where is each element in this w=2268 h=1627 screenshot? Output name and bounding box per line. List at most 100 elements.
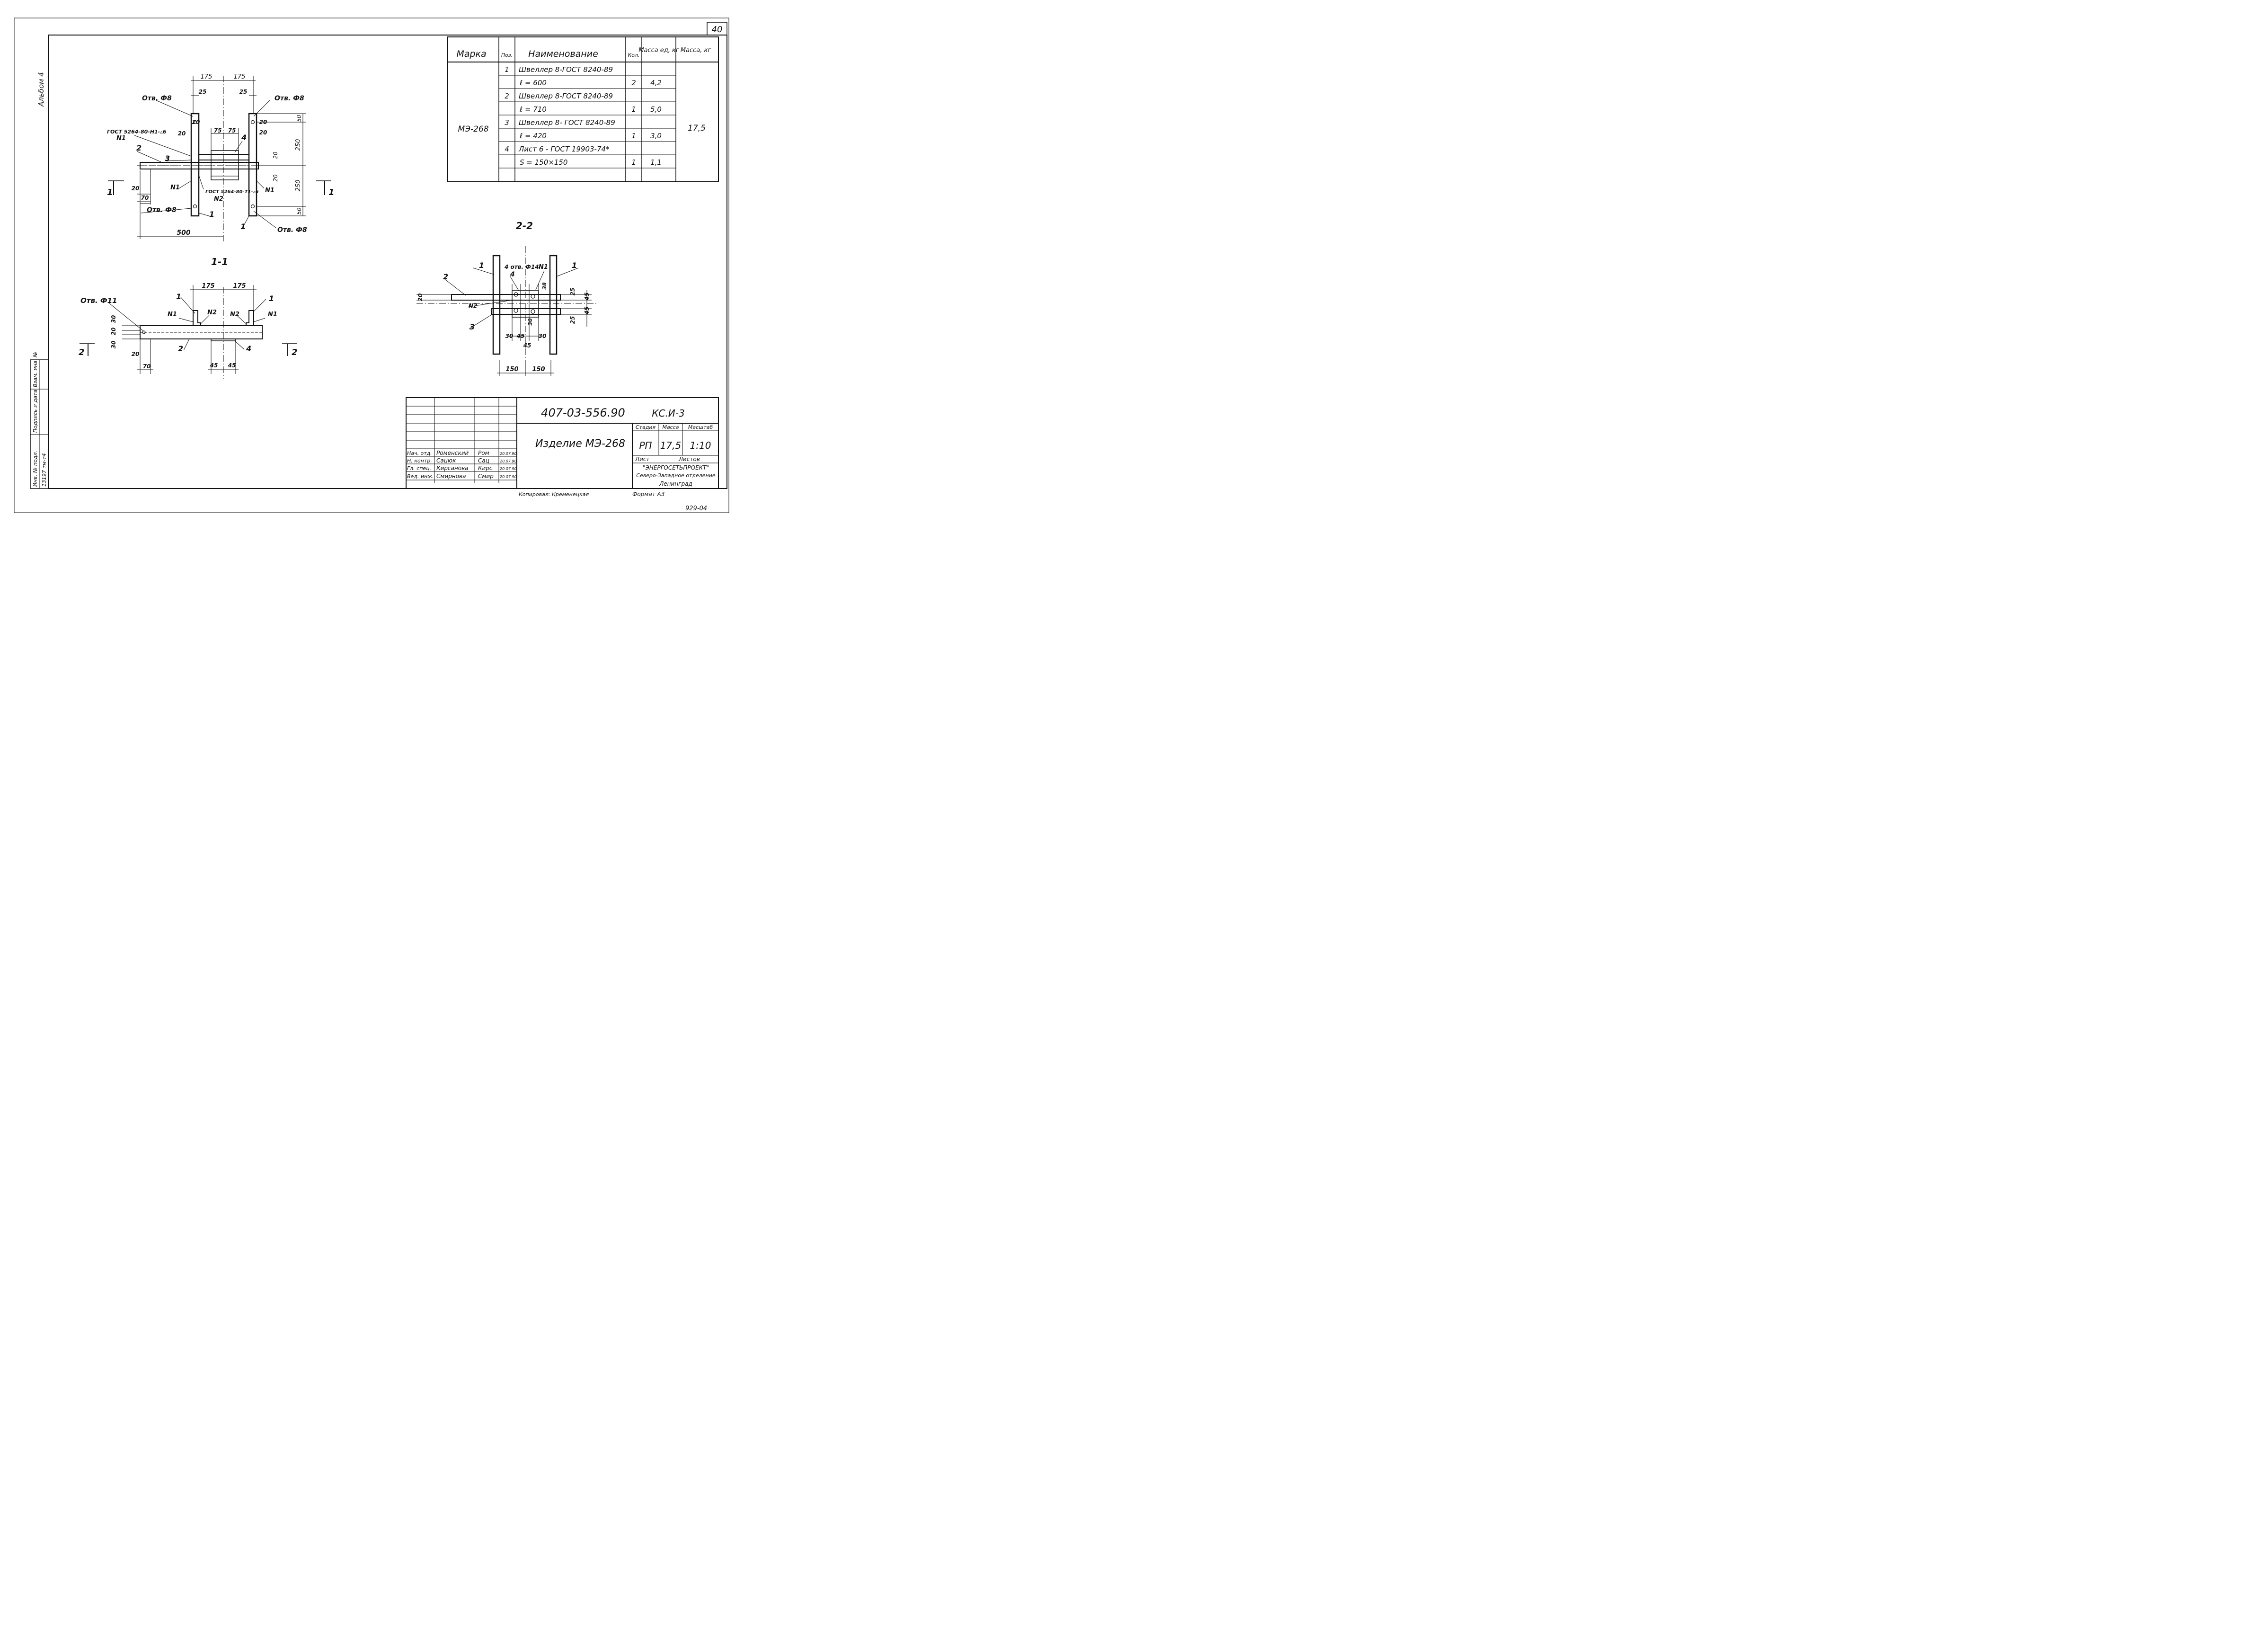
inner-frame	[48, 35, 727, 489]
cut-marker: 1	[328, 187, 335, 197]
staff-row: Гл. спец. Кирсанова Кирс 20.07.90	[407, 465, 517, 471]
hole-label: Отв. Ф8	[277, 226, 307, 234]
hdr-mark: Марка	[456, 49, 486, 59]
spec-unit-mass: 1,1	[650, 158, 662, 167]
weld-ref: N1	[268, 311, 277, 318]
spec-mark: МЭ-268	[458, 124, 488, 134]
spec-item-name: Швеллер 8-ГОСТ 8240-89	[519, 65, 613, 74]
outer-frame	[14, 18, 729, 513]
staff-signature: Кирс	[478, 465, 493, 471]
channel-2	[451, 294, 561, 301]
staff-role: Нач. отд.	[407, 450, 432, 456]
spec-row: ℓ = 600 2 4,2	[519, 79, 662, 87]
spec-item-name: ℓ = 600	[519, 79, 547, 87]
plate-4-section	[211, 338, 236, 341]
hole-label: 4 отв. Ф14	[504, 264, 539, 270]
dim-label: 20	[259, 119, 267, 125]
section-1-1: 1-1 175 175 30 20	[79, 256, 298, 379]
sign-label: Подпись и дата	[32, 390, 38, 433]
channel-3	[198, 154, 249, 160]
dim-label: 45	[228, 362, 236, 369]
dim-label: 150	[505, 366, 518, 373]
inv-label: Инв. № подл.	[32, 451, 38, 487]
scale-header: Масштаб	[688, 424, 713, 430]
org-line-1: "ЭНЕРГОСЕТЬПРОЕКТ"	[643, 464, 709, 471]
dim-label: 25	[239, 89, 248, 95]
dim-label: 20	[132, 185, 140, 192]
inv-value: 13197 тм-т4	[41, 453, 47, 487]
pos-label: 2	[443, 272, 448, 281]
dim-label: 30	[527, 318, 533, 326]
pos-label: 1	[572, 261, 577, 270]
channel-3	[491, 308, 561, 315]
dim-label: 25	[569, 288, 576, 296]
mass-header: Масса	[662, 424, 679, 430]
hole-label: Отв. Ф8	[275, 95, 304, 102]
spec-item-name: ℓ = 420	[519, 132, 547, 140]
sheet-number-box	[707, 22, 727, 36]
pos-label: 1	[176, 292, 181, 301]
staff-signature: Ром	[478, 450, 489, 456]
dim-label: 175	[202, 283, 214, 290]
dim-label: 20	[178, 130, 186, 137]
weld-label: ГОСТ 5264-80-Н1-▵6	[107, 129, 167, 135]
spec-rows: 1 Швеллер 8-ГОСТ 8240-89 ℓ = 600 2 4,2 2…	[505, 65, 662, 167]
pos-label: 1	[209, 210, 214, 219]
dim-label: 20	[417, 293, 424, 302]
weld-ref: N1	[539, 264, 548, 271]
dim-label: 38	[541, 282, 548, 290]
staff-date: 20.07.90	[500, 467, 517, 471]
staff-name: Роменский	[436, 450, 469, 456]
pos-label: 4	[241, 133, 247, 142]
dim-label: 20	[272, 174, 279, 182]
staff-name: Сацюк	[436, 457, 456, 464]
hdr-mass: Масса, кг	[681, 47, 711, 54]
title-block: 407-03-556.90 КС.И-3 Изделие МЭ-268 Стад…	[406, 397, 719, 489]
dim-label: 500	[177, 229, 190, 237]
dim-label: 150	[532, 366, 545, 373]
pos-label: 1	[269, 294, 274, 303]
spec-unit-mass: 5,0	[650, 105, 662, 114]
staff-row: Вед. инж. Смирнова Смир 20.07.90	[407, 473, 517, 480]
spec-row: 3 Швеллер 8- ГОСТ 8240-89	[505, 118, 615, 127]
weld-ref: N1	[116, 135, 126, 142]
spec-item-name: ℓ = 710	[519, 105, 547, 114]
spec-pos: 2	[505, 92, 509, 100]
mass-value: 17,5	[660, 440, 682, 451]
dim-label: 20	[132, 351, 140, 357]
staff-date: 20.07.90	[500, 475, 517, 479]
hole-label: Отв. Ф8	[147, 206, 177, 214]
hdr-name: Наименование	[528, 49, 598, 59]
spec-item-name: S = 150×150	[520, 158, 567, 167]
staff-role: Гл. спец.	[407, 465, 431, 471]
hole-label: Отв. Ф11	[80, 296, 117, 305]
dim-label: 20	[259, 129, 267, 136]
channel-1-right-section	[246, 310, 254, 326]
spec-qty: 1	[631, 105, 636, 114]
pos-label: 2	[136, 143, 142, 152]
stage-value: РП	[639, 440, 652, 451]
scale-value: 1:10	[690, 440, 711, 451]
dim-label: 30	[505, 333, 514, 339]
spec-pos: 3	[505, 118, 509, 127]
dim-label: 20	[110, 328, 117, 336]
section-2-2: 2-2 20 38 25	[416, 220, 596, 376]
org-line-3: Ленинград	[659, 480, 692, 487]
sheet-number: 40	[712, 25, 723, 35]
dim-label: 30	[110, 315, 117, 323]
dim-label: 50	[296, 115, 302, 122]
staff-name: Смирнова	[436, 473, 466, 480]
pos-label: 4	[246, 344, 251, 353]
dim-label: 30	[539, 333, 547, 339]
dim-label: 75	[228, 127, 236, 134]
doc-code: КС.И-3	[652, 408, 684, 419]
pos-label: 2	[178, 344, 183, 353]
plan-view: 175 175 25 25 75 75 20 20 20 20 20 70 50…	[107, 73, 335, 241]
cut-marker: 2	[292, 347, 298, 357]
dim-label: 20	[272, 151, 279, 159]
staff-name: Кирсанова	[436, 465, 469, 471]
weld-label: ГОСТ 5264-80-Т1-▵6	[205, 189, 259, 195]
dim-label: 175	[233, 283, 246, 290]
weld-ref: N2	[214, 196, 223, 203]
hole-label: Отв. Ф8	[142, 95, 172, 102]
